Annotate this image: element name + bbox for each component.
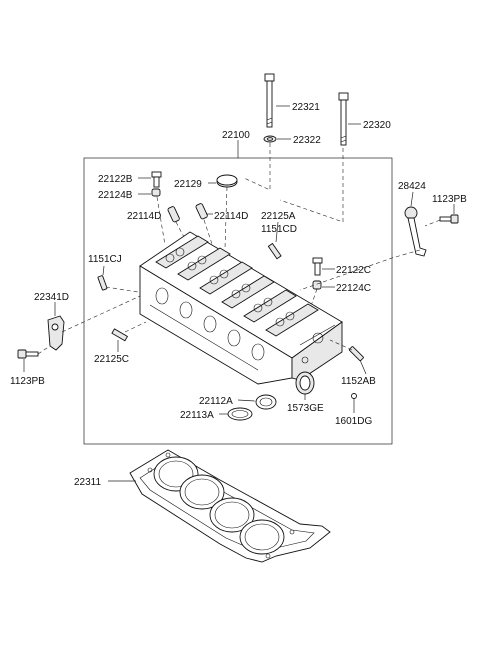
label-1601DG: 1601DG bbox=[335, 416, 372, 427]
label-28424: 28424 bbox=[398, 181, 426, 192]
dash-28424 bbox=[299, 249, 421, 291]
dash-1151CJ bbox=[105, 286, 139, 293]
label-22122C: 22122C bbox=[336, 265, 371, 276]
bolt-1123PB-top bbox=[439, 214, 459, 224]
label-1152AB: 1152AB bbox=[341, 376, 376, 387]
label-22112A: 22112A bbox=[199, 396, 233, 407]
dowel-22114D-b bbox=[195, 203, 208, 220]
dash-22341D bbox=[37, 295, 141, 355]
bolt-22122B bbox=[151, 171, 162, 188]
label-22114D-a: 22114D bbox=[127, 211, 161, 222]
pin-1601DG bbox=[351, 393, 357, 399]
bolt-1123PB-bottom bbox=[17, 349, 39, 359]
leader-22112A bbox=[237, 399, 256, 402]
label-22114D-b: 22114D bbox=[214, 211, 248, 222]
label-22322: 22322 bbox=[293, 135, 321, 146]
head-bolt-22321 bbox=[264, 73, 275, 128]
label-1123PB-top: 1123PB bbox=[432, 194, 467, 205]
label-22122B: 22122B bbox=[98, 174, 133, 185]
stud-22125C bbox=[111, 328, 129, 342]
leader-28424 bbox=[410, 191, 414, 207]
label-22124C: 22124C bbox=[336, 283, 371, 294]
bracket-22341D bbox=[47, 315, 65, 351]
label-22321: 22321 bbox=[292, 102, 320, 113]
dash-bolt-22320 bbox=[279, 148, 344, 223]
leader-1151CJ bbox=[102, 265, 105, 276]
label-22125A: 22125A bbox=[261, 211, 296, 222]
label-1151CD: 1151CD bbox=[261, 224, 297, 235]
label-22100: 22100 bbox=[222, 130, 250, 141]
gasket-22113A bbox=[227, 407, 253, 421]
label-22113A: 22113A bbox=[180, 410, 214, 421]
label-1151CJ: 1151CJ bbox=[88, 254, 122, 265]
dash-22114D-b bbox=[203, 219, 215, 251]
dash-22124B bbox=[156, 196, 166, 246]
label-1573GE: 1573GE bbox=[287, 403, 324, 414]
cap-22124B bbox=[151, 188, 161, 197]
leader-22125A bbox=[275, 221, 279, 243]
plug-22129 bbox=[216, 174, 238, 188]
head-bolt-22320 bbox=[338, 92, 349, 146]
gasket-22112A bbox=[255, 394, 277, 410]
label-22129: 22129 bbox=[174, 179, 202, 190]
bolt-22122C bbox=[312, 257, 323, 276]
label-1123PB-bottom: 1123PB bbox=[10, 376, 45, 387]
washer-22322 bbox=[263, 135, 277, 143]
dash-22125C bbox=[124, 321, 147, 333]
head-gasket-22311 bbox=[129, 449, 331, 563]
dowel-22114D-a bbox=[167, 206, 180, 223]
dash-22129 bbox=[224, 186, 228, 249]
label-22320: 22320 bbox=[363, 120, 391, 131]
label-22124B: 22124B bbox=[98, 190, 133, 201]
pin-1151CJ bbox=[97, 275, 108, 291]
leader-1152AB bbox=[359, 359, 367, 375]
label-22311: 22311 bbox=[74, 477, 102, 488]
dash-1123PB-top bbox=[424, 219, 441, 227]
cylinder-head-22100 bbox=[139, 231, 343, 385]
bracket-28424 bbox=[404, 206, 427, 257]
dash-bolt-22321 bbox=[243, 143, 271, 191]
label-22125C: 22125C bbox=[94, 354, 129, 365]
stud-22125A bbox=[267, 242, 282, 260]
label-22341D: 22341D bbox=[34, 292, 69, 303]
seal-1573GE bbox=[295, 371, 315, 395]
cap-22124C bbox=[312, 280, 322, 290]
dowel-1152AB bbox=[348, 346, 364, 362]
